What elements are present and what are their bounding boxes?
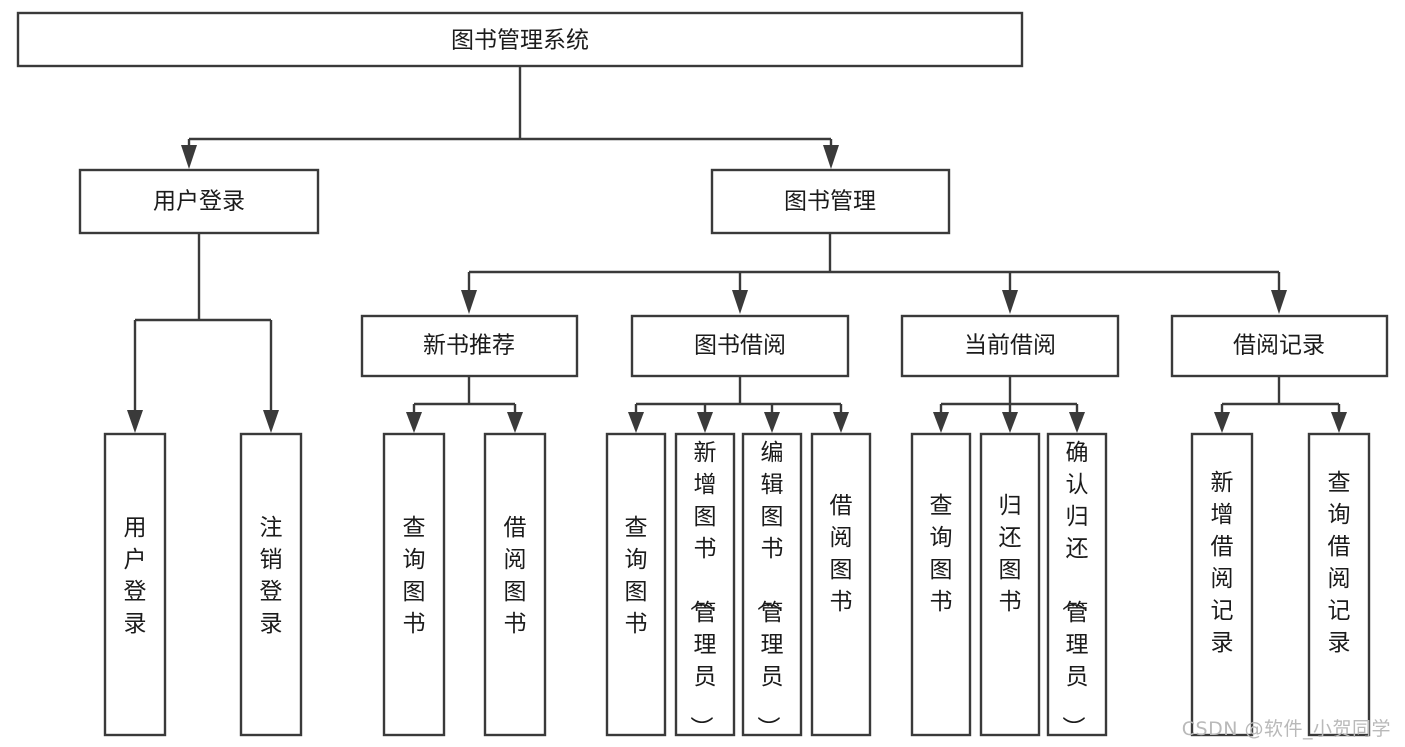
leaf-node-logout[interactable]: 注销登录 <box>239 432 303 737</box>
leaf-node-current-query[interactable]: 查询图书 <box>910 432 972 737</box>
connector-bookborrow-to-leaves <box>628 376 849 433</box>
connector-borrowrecords-to-leaves <box>1214 376 1347 433</box>
leaf-node-borrow-book[interactable]: 借阅图书 <box>810 432 872 737</box>
leaf-node-edit-book-admin-label: 编辑图书（管理员） <box>755 440 784 739</box>
node-root-system[interactable]: 图书管理系统 <box>16 11 1024 68</box>
node-new-book-recommend-label: 新书推荐 <box>423 333 515 359</box>
leaf-node-return-book-label: 归还图书 <box>999 493 1022 615</box>
node-book-borrow-label: 图书借阅 <box>694 333 786 359</box>
leaf-node-logout-label: 注销登录 <box>260 515 283 637</box>
node-current-borrow-label: 当前借阅 <box>964 333 1056 359</box>
node-user-login[interactable]: 用户登录 <box>78 168 320 235</box>
leaf-node-newbook-borrow-label: 借阅图书 <box>504 515 527 637</box>
node-root-label: 图书管理系统 <box>451 28 589 54</box>
connector-newbook-to-leaves <box>406 376 523 433</box>
node-borrow-records-label: 借阅记录 <box>1233 333 1325 359</box>
node-book-management-label: 图书管理 <box>784 189 876 215</box>
leaf-node-borrow-query-label: 查询图书 <box>625 515 648 637</box>
node-user-login-label: 用户登录 <box>153 189 245 215</box>
node-new-book-recommend[interactable]: 新书推荐 <box>360 314 579 378</box>
connector-bookmgmt-to-level3 <box>461 233 1287 314</box>
leaf-node-confirm-return-admin-label: 确认归还（管理员） <box>1060 440 1089 739</box>
leaf-node-borrow-query[interactable]: 查询图书 <box>605 432 667 737</box>
leaf-node-return-book[interactable]: 归还图书 <box>979 432 1041 737</box>
leaf-node-newbook-query-label: 查询图书 <box>403 515 426 637</box>
leaf-node-add-borrow-record-label: 新增借阅记录 <box>1211 470 1234 656</box>
node-book-management[interactable]: 图书管理 <box>710 168 951 235</box>
csdn-watermark: CSDN @软件_小贺同学 <box>1181 718 1391 740</box>
leaf-node-user-login-action[interactable]: 用户登录 <box>103 432 167 737</box>
connector-currentborrow-to-leaves <box>933 376 1085 433</box>
leaf-node-current-query-label: 查询图书 <box>930 493 953 615</box>
connector-userlogin-to-leaves <box>127 233 279 433</box>
leaf-node-query-borrow-record-label: 查询借阅记录 <box>1328 470 1351 656</box>
leaf-node-confirm-return-admin[interactable]: 确认归还（管理员） <box>1046 432 1108 739</box>
node-book-borrow[interactable]: 图书借阅 <box>630 314 850 378</box>
leaf-node-newbook-query[interactable]: 查询图书 <box>382 432 446 737</box>
leaf-node-newbook-borrow[interactable]: 借阅图书 <box>483 432 547 737</box>
leaf-node-user-login-action-label: 用户登录 <box>124 515 147 637</box>
leaf-node-edit-book-admin[interactable]: 编辑图书（管理员） <box>741 432 803 739</box>
leaf-node-add-borrow-record[interactable]: 新增借阅记录 <box>1190 432 1254 737</box>
leaf-node-add-book-admin-label: 新增图书（管理员） <box>688 440 717 739</box>
node-current-borrow[interactable]: 当前借阅 <box>900 314 1120 378</box>
leaf-node-add-book-admin[interactable]: 新增图书（管理员） <box>674 432 736 739</box>
node-borrow-records[interactable]: 借阅记录 <box>1170 314 1389 378</box>
leaf-node-borrow-book-label: 借阅图书 <box>830 493 853 615</box>
connector-root-to-level2 <box>181 66 839 169</box>
leaf-node-query-borrow-record[interactable]: 查询借阅记录 <box>1307 432 1371 737</box>
